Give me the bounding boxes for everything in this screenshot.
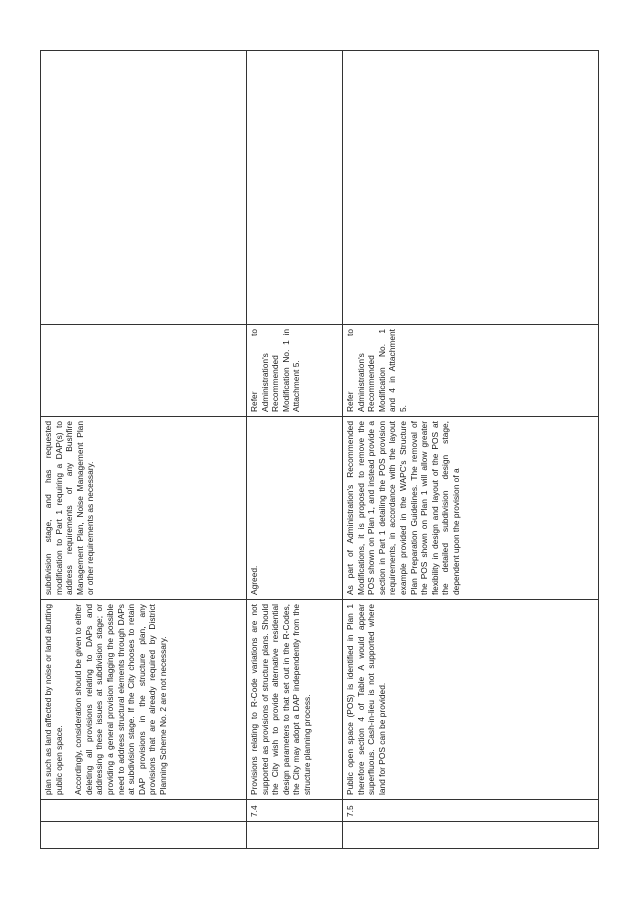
table-row: 7.5 Public open space (POS) is identifie… (342, 50, 599, 849)
submission-paragraph: Public open space (POS) is identified in… (345, 604, 387, 795)
item-number-cell (40, 799, 247, 822)
submission-paragraph: plan such as land affected by noise or l… (43, 604, 64, 795)
blank-cell (246, 50, 343, 325)
table-row: plan such as land affected by noise or l… (40, 50, 247, 849)
item-number-cell: 7.5 (342, 799, 599, 822)
recommendation-cell (40, 324, 247, 417)
submissions-table: plan such as land affected by noise or l… (40, 50, 599, 849)
response-cell: As part of Administration's Recommended … (342, 416, 599, 600)
blank-cell (342, 50, 599, 325)
response-cell: Agreed. (246, 416, 343, 600)
submission-cell: Public open space (POS) is identified in… (342, 599, 599, 800)
submission-paragraph: Provisions relating to R-Code variations… (249, 604, 312, 795)
submission-cell: Provisions relating to R-Code variations… (246, 599, 343, 800)
table-row: 7.4 Provisions relating to R-Code variat… (246, 50, 343, 849)
response-cell: subdivision stage, and has requested mod… (40, 416, 247, 600)
item-number-cell: 7.4 (246, 799, 343, 822)
blank-cell (40, 50, 247, 325)
blank-cell (342, 821, 599, 849)
submission-paragraph: Accordingly, consideration should be giv… (73, 604, 168, 795)
blank-cell (40, 821, 247, 849)
recommendation-cell: Refer to Administration's Recommended Mo… (246, 324, 343, 417)
blank-cell (246, 821, 343, 849)
submission-cell: plan such as land affected by noise or l… (40, 599, 247, 800)
recommendation-cell: Refer to Administration's Recommended Mo… (342, 324, 599, 417)
